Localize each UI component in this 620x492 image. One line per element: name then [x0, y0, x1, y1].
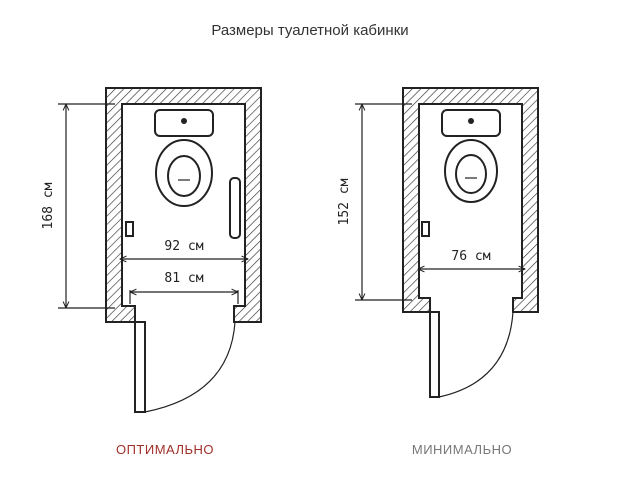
minimal-caption: МИНИМАЛЬНО [411, 442, 513, 457]
optimal-caption: ОПТИМАЛЬНО [115, 442, 215, 457]
optimal-inner-width-label: 81 см [164, 271, 203, 286]
minimal-door [429, 311, 514, 398]
optimal-grab-bar [229, 177, 241, 239]
optimal-height-label: 168 см [41, 182, 56, 229]
optimal-latch [125, 221, 134, 237]
diagram-title: Размеры туалетной кабинки [211, 22, 409, 39]
minimal-cubicle: 152 см 76 см [337, 87, 539, 398]
minimal-toilet [441, 109, 501, 203]
minimal-latch [421, 221, 430, 237]
optimal-door [134, 321, 236, 413]
minimal-height-label: 152 см [337, 178, 352, 225]
optimal-cubicle: 168 см 92 см 81 см [41, 87, 262, 413]
optimal-outer-width-label: 92 см [164, 239, 203, 254]
minimal-width-label: 76 см [451, 249, 490, 264]
optimal-toilet [154, 109, 214, 207]
